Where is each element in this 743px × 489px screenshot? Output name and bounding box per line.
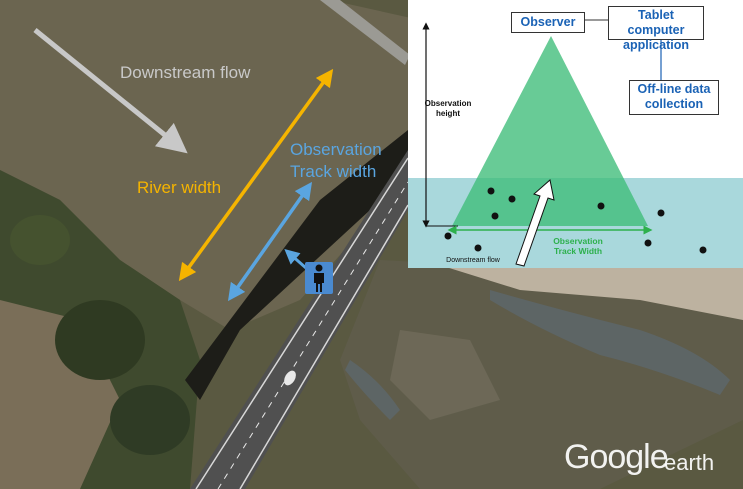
river-width-label: River width — [137, 178, 222, 197]
downstream-flow-arrow — [33, 28, 188, 154]
observation-height-label: Observation height — [418, 99, 478, 119]
person-dot — [657, 209, 665, 217]
person-dot — [597, 202, 605, 210]
person-dot — [644, 239, 652, 247]
track-width-inset-line2: Track Width — [553, 246, 603, 256]
observation-height-line1: Observation — [424, 99, 472, 108]
person-dot — [491, 212, 499, 220]
person-icon — [305, 262, 333, 294]
observation-height-line2: height — [436, 109, 460, 118]
schematic-drawing — [408, 19, 743, 268]
track-width-label-inset: Observation Track Width — [543, 236, 613, 256]
person-dot — [508, 195, 516, 203]
person-dot — [487, 187, 495, 195]
observation-cone — [452, 36, 648, 226]
downstream-flow-label-inset: Downstream flow — [446, 257, 500, 264]
downstream-flow-arrow-inset — [515, 179, 555, 267]
downstream-flow-label: Downstream flow — [120, 63, 251, 82]
observer-box: Observer — [511, 12, 585, 33]
river-width-arrow — [178, 68, 334, 282]
offline-line2: collection — [644, 97, 704, 111]
person-dot — [474, 244, 482, 252]
observation-schematic: Observer Tablet computer application Off… — [408, 0, 743, 268]
tablet-app-line1: Tablet computer — [627, 8, 685, 37]
person-dot — [444, 232, 452, 240]
offline-line1: Off-line data — [637, 82, 711, 96]
track-width-label-line2: Track width — [290, 162, 377, 181]
tablet-app-line2: application — [623, 38, 689, 52]
track-width-arrow — [227, 181, 313, 302]
observer-pointer-arrow — [284, 249, 307, 270]
person-dot — [699, 246, 707, 254]
track-width-inset-line1: Observation — [553, 236, 603, 246]
track-width-label-line1: Observation — [290, 140, 382, 159]
tablet-app-box: Tablet computer application — [608, 6, 704, 52]
track-width-label: Observation Track width — [290, 139, 382, 183]
offline-collection-box: Off-line data collection — [629, 80, 719, 115]
earth-watermark: earth — [664, 450, 715, 475]
google-watermark: Google — [564, 438, 669, 476]
